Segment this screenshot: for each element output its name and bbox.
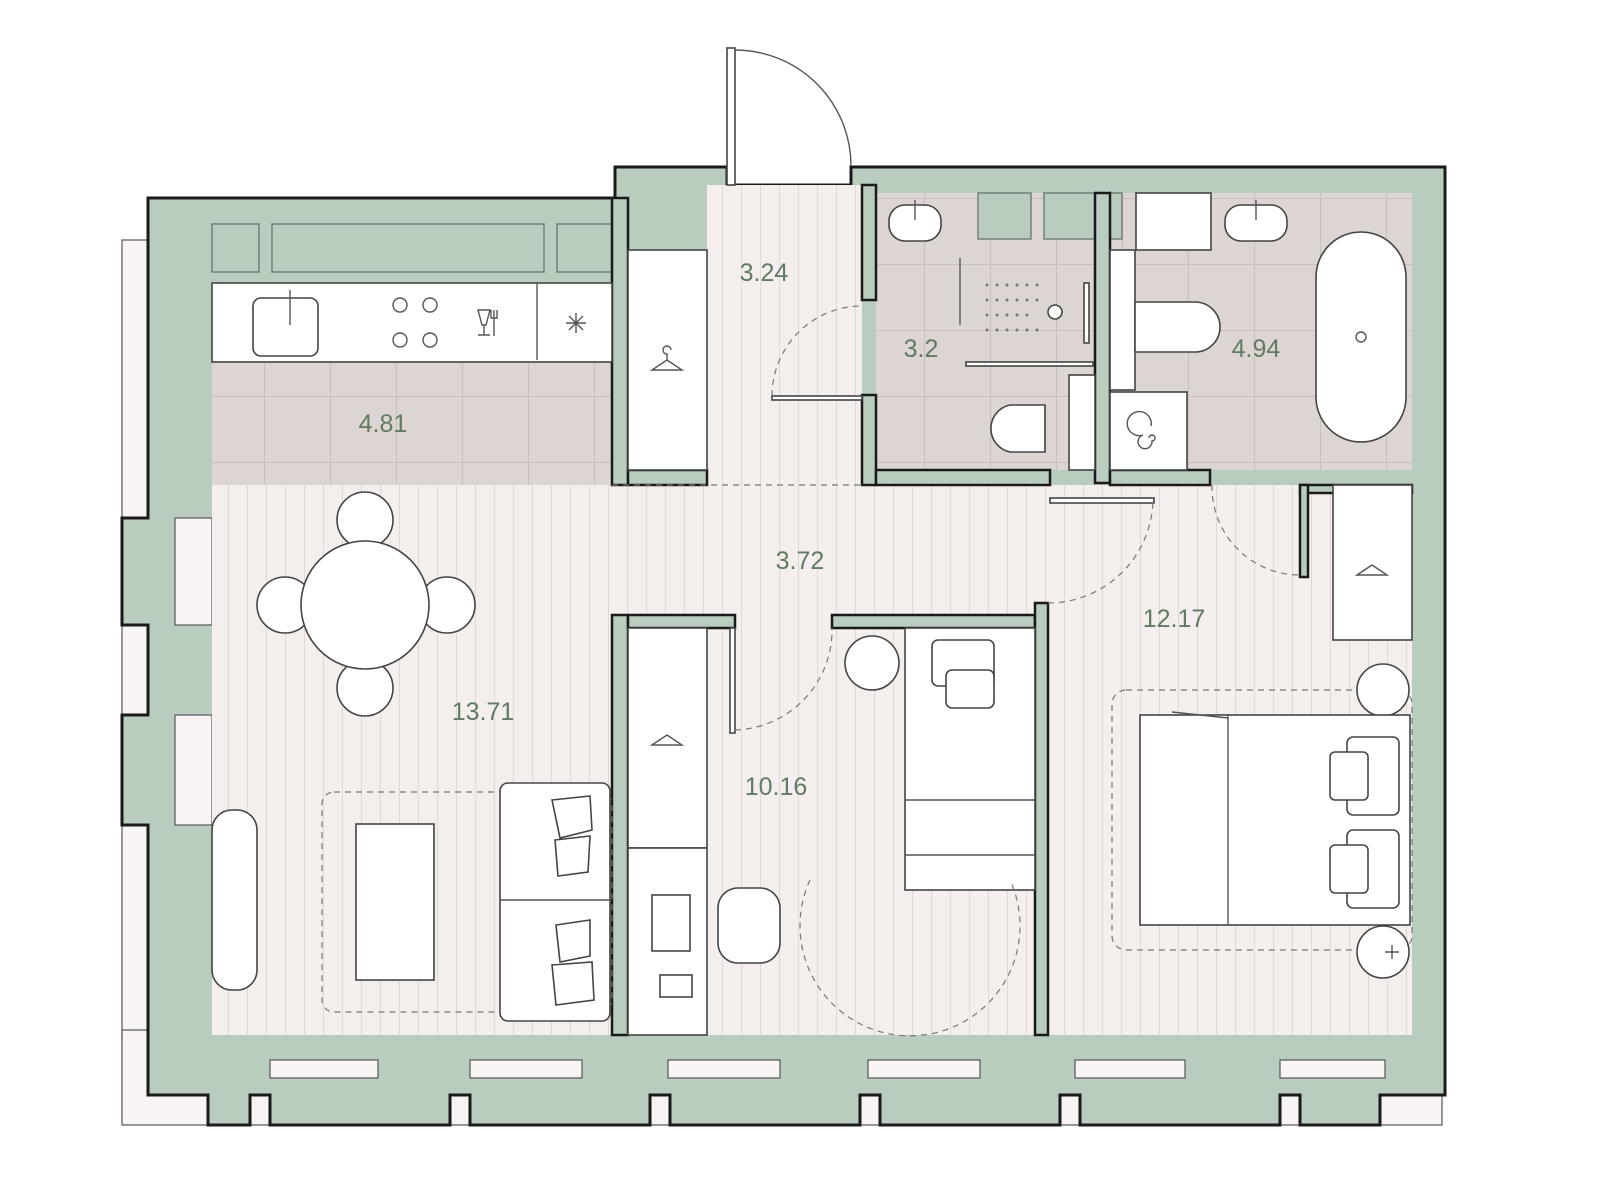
area-labels: 4.81 3.24 3.2 4.94 3.72 13.71 10.16 12.1… (359, 259, 1281, 801)
desk-chair (717, 887, 781, 964)
shower-drain-dots (985, 283, 1039, 332)
area-label-main-bathroom: 4.94 (1232, 335, 1281, 363)
hanger-icon (649, 734, 685, 746)
area-label-shower-bathroom: 3.2 (904, 335, 939, 363)
bedroom-small-furniture (627, 627, 1036, 1037)
bathtub (1315, 231, 1407, 443)
shower-bathroom-fixtures (888, 200, 1096, 471)
hanger-icon (649, 345, 685, 371)
interior-walls (610, 183, 1414, 1037)
area-label-hall: 3.24 (740, 259, 789, 287)
washing-machine-icon (1126, 410, 1156, 450)
interior-doors[interactable] (729, 305, 1301, 734)
area-label-living-room: 13.71 (452, 698, 515, 726)
window-glazing (174, 517, 1386, 1079)
area-label-corridor: 3.72 (776, 547, 825, 575)
living-area (211, 782, 613, 1022)
fridge-icon (566, 313, 586, 333)
area-label-bedroom-small: 10.16 (745, 773, 808, 801)
dishwasher-icon (477, 309, 498, 336)
stove-icon (392, 297, 438, 348)
shower-head-icon (1047, 304, 1063, 320)
dining-set (256, 491, 476, 717)
kitchen-counter (211, 282, 613, 363)
main-bathroom-fixtures (1109, 192, 1407, 471)
area-label-kitchen: 4.81 (359, 410, 408, 438)
area-label-bedroom-master: 12.17 (1143, 605, 1206, 633)
sink-icon (252, 297, 319, 357)
dining-table (300, 540, 430, 670)
bedroom-master-furniture (1111, 484, 1413, 979)
hanger-icon (1354, 564, 1390, 576)
entry-door[interactable] (726, 47, 852, 186)
hall-wardrobe (627, 249, 708, 471)
